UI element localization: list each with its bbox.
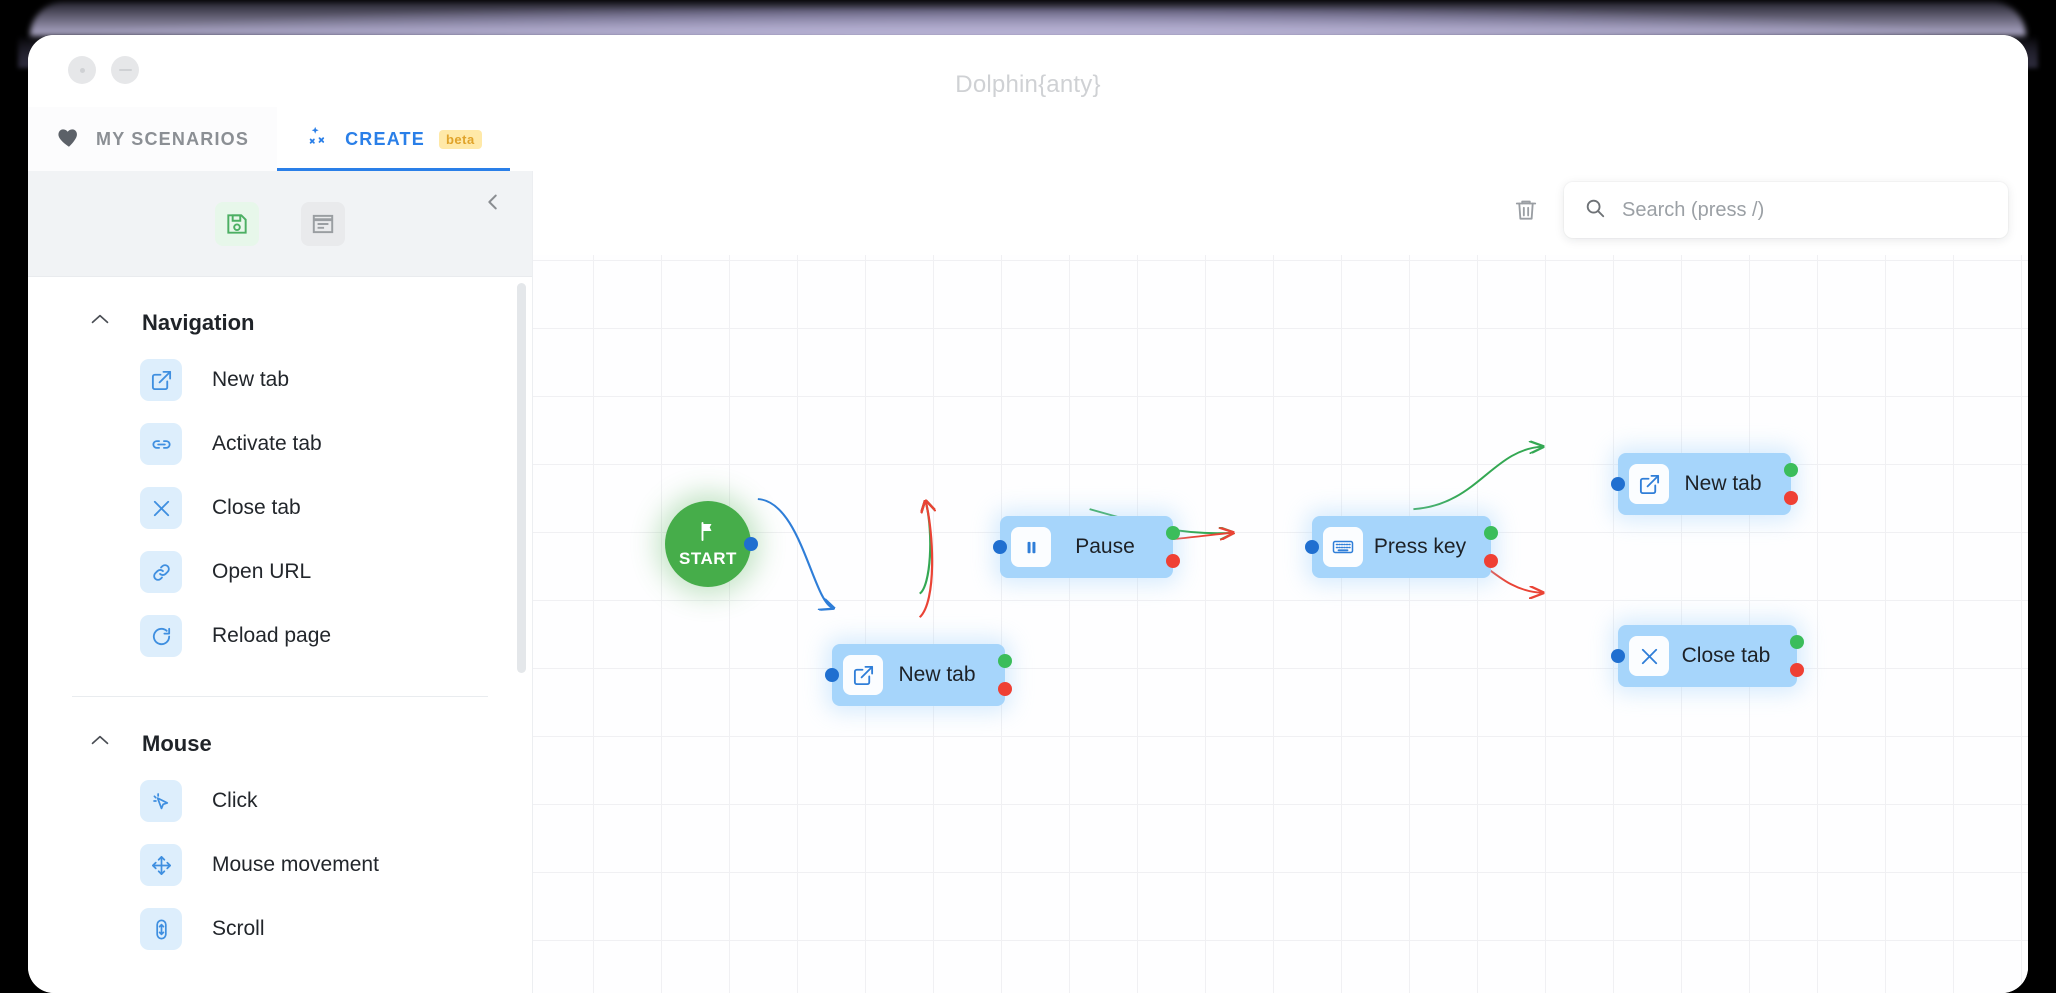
sidebar: Navigation New tab: [28, 171, 533, 993]
sidebar-item-click[interactable]: Click: [28, 769, 532, 833]
flow-canvas[interactable]: START New tab: [533, 255, 2028, 993]
flow-node-newtab2-label: New tab: [1684, 472, 1762, 495]
scroll-icon: [140, 908, 182, 950]
title-bar: Dolphin{anty}: [28, 35, 2028, 108]
link-horizontal-icon: [140, 423, 182, 465]
tab-my-scenarios-label: MY SCENARIOS: [96, 128, 250, 149]
search-box[interactable]: [1564, 182, 2008, 238]
port-error[interactable]: [998, 682, 1012, 696]
flow-node-start[interactable]: START: [665, 501, 758, 587]
search-input[interactable]: [1620, 197, 1988, 223]
sidebar-item-new-tab[interactable]: New tab: [28, 348, 532, 412]
port-in[interactable]: [825, 668, 839, 682]
sidebar-item-reload-page[interactable]: Reload page: [28, 604, 532, 668]
sidebar-item-close-tab-label: Close tab: [212, 496, 301, 519]
sidebar-item-activate-tab[interactable]: Activate tab: [28, 412, 532, 476]
flow-node-newtab2[interactable]: New tab: [1611, 453, 1798, 515]
app-window: Dolphin{anty} MY SCENARIOS CREATE beta: [28, 35, 2028, 993]
sidebar-item-click-label: Click: [212, 789, 258, 812]
edge-newtab1-pause-error: [918, 502, 932, 618]
port-success[interactable]: [998, 654, 1012, 668]
move-arrows-icon: [140, 844, 182, 886]
close-x-icon: [1629, 636, 1669, 676]
port-success[interactable]: [1784, 463, 1798, 477]
tab-my-scenarios[interactable]: MY SCENARIOS: [28, 107, 278, 171]
flow-node-newtab1[interactable]: New tab: [825, 644, 1012, 706]
window-minimize-button[interactable]: [111, 56, 139, 84]
sidebar-group-navigation-label: Navigation: [142, 310, 255, 335]
search-icon: [1584, 197, 1606, 224]
flow-node-closetab-label: Close tab: [1681, 644, 1771, 667]
flow-node-start-label: START: [679, 549, 737, 568]
external-link-icon: [1629, 464, 1669, 504]
sidebar-item-scroll-label: Scroll: [212, 917, 265, 940]
cursor-click-icon: [140, 780, 182, 822]
port-out[interactable]: [744, 537, 758, 551]
app-body: Navigation New tab: [28, 171, 2028, 993]
sidebar-item-scroll[interactable]: Scroll: [28, 897, 532, 961]
port-success[interactable]: [1484, 526, 1498, 540]
edge-presskey-newtab2-success: [1413, 447, 1542, 511]
sidebar-item-new-tab-label: New tab: [212, 368, 290, 391]
sidebar-group-mouse-label: Mouse: [142, 731, 212, 756]
flow-node-closetab[interactable]: Close tab: [1611, 625, 1804, 687]
sidebar-item-reload-page-label: Reload page: [212, 624, 332, 647]
flow-node-presskey[interactable]: Press key: [1305, 516, 1498, 578]
canvas-toolbar: [533, 171, 2028, 256]
sidebar-scroll-area: Navigation New tab: [28, 276, 532, 993]
sidebar-item-mouse-movement[interactable]: Mouse movement: [28, 833, 532, 897]
refresh-icon: [140, 615, 182, 657]
sidebar-item-activate-tab-label: Activate tab: [212, 432, 322, 455]
canvas-panel: START New tab: [533, 171, 2028, 993]
window-glow-inner: [30, 2, 2026, 36]
chain-link-icon: [140, 551, 182, 593]
port-in[interactable]: [993, 540, 1007, 554]
close-x-icon: [140, 487, 182, 529]
sidebar-toolbar: [28, 171, 532, 277]
sidebar-scrollbar-thumb[interactable]: [517, 283, 526, 673]
sidebar-group-navigation[interactable]: Navigation: [28, 276, 532, 348]
port-in[interactable]: [1611, 649, 1625, 663]
external-link-icon: [140, 359, 182, 401]
chevron-up-icon: [90, 311, 110, 331]
trash-icon[interactable]: [1506, 190, 1546, 230]
magic-wand-icon: [305, 124, 331, 155]
flow-node-pause-label: Pause: [1075, 535, 1135, 558]
flow-node-pause[interactable]: Pause: [993, 516, 1180, 578]
port-error[interactable]: [1166, 554, 1180, 568]
port-success[interactable]: [1790, 635, 1804, 649]
port-in[interactable]: [1305, 540, 1319, 554]
chevron-up-icon: [90, 732, 110, 752]
flag-icon: [696, 519, 720, 548]
pause-icon: [1011, 527, 1051, 567]
port-error[interactable]: [1484, 554, 1498, 568]
beta-badge: beta: [438, 129, 482, 149]
sidebar-item-open-url-label: Open URL: [212, 560, 312, 583]
sidebar-divider: [72, 696, 488, 697]
port-in[interactable]: [1611, 477, 1625, 491]
port-error[interactable]: [1790, 663, 1804, 677]
sidebar-item-close-tab[interactable]: Close tab: [28, 476, 532, 540]
sidebar-collapse-button[interactable]: [476, 185, 510, 219]
document-icon[interactable]: [301, 201, 345, 246]
sidebar-group-mouse[interactable]: Mouse: [28, 697, 532, 769]
window-title: Dolphin{anty}: [955, 71, 1101, 98]
save-icon[interactable]: [215, 201, 259, 246]
flow-node-newtab1-label: New tab: [898, 663, 976, 686]
port-error[interactable]: [1784, 491, 1798, 505]
tab-bar: MY SCENARIOS CREATE beta: [28, 107, 2028, 172]
port-success[interactable]: [1166, 526, 1180, 540]
flow-node-presskey-label: Press key: [1373, 535, 1467, 558]
tab-create[interactable]: CREATE beta: [277, 107, 510, 172]
keyboard-icon: [1323, 527, 1363, 567]
edge-start-newtab1: [757, 498, 833, 608]
sidebar-item-open-url[interactable]: Open URL: [28, 540, 532, 604]
external-link-icon: [843, 655, 883, 695]
heart-icon: [56, 124, 82, 155]
window-close-button[interactable]: [68, 56, 96, 84]
flow-edges: [757, 255, 2028, 618]
tab-create-label: CREATE: [345, 128, 425, 149]
sidebar-item-mouse-movement-label: Mouse movement: [212, 853, 379, 876]
